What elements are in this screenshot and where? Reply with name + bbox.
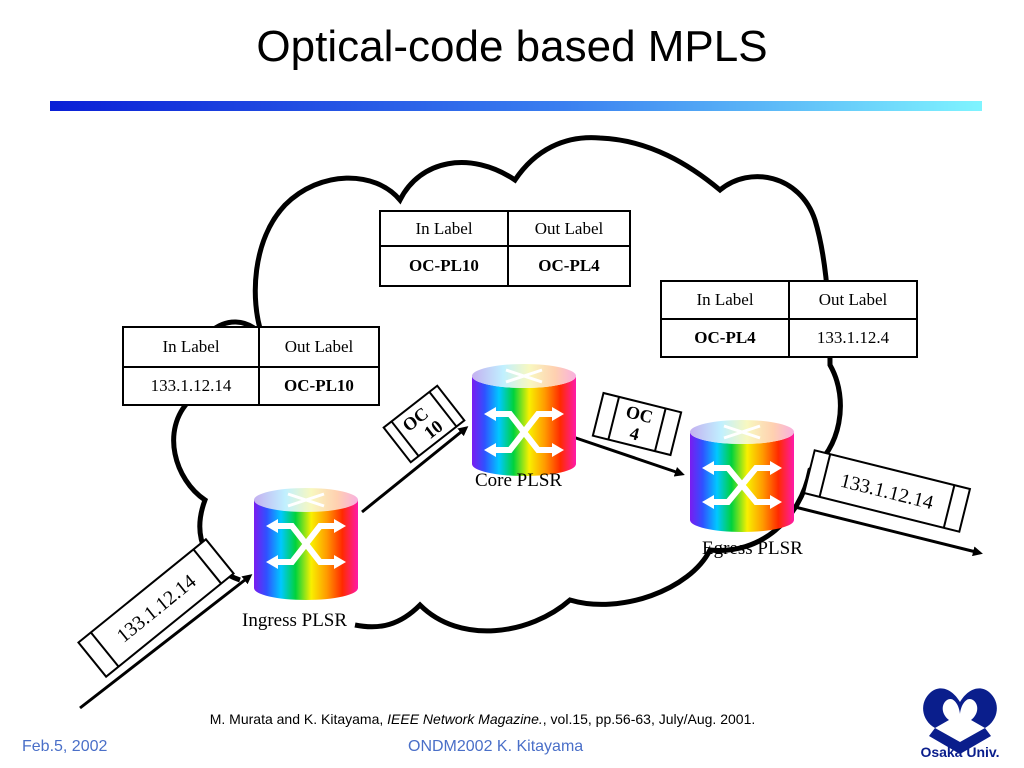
core-node-label: Core PLSR bbox=[475, 470, 563, 491]
egress-router-icon bbox=[690, 420, 794, 532]
ingress-node-label: Ingress PLSR bbox=[242, 610, 348, 631]
core-router-icon bbox=[472, 364, 576, 476]
core-in-value: OC-PL10 bbox=[379, 245, 509, 287]
egress-in-header: In Label bbox=[660, 280, 790, 320]
egress-out-header: Out Label bbox=[788, 280, 918, 320]
core-in-header: In Label bbox=[379, 210, 509, 247]
oc4-packet: OC 4 bbox=[591, 391, 683, 457]
ingress-label-table: In Label Out Label 133.1.12.14 OC-PL10 bbox=[122, 326, 380, 406]
slide-title: Optical-code based MPLS bbox=[256, 22, 768, 71]
network-cloud bbox=[252, 135, 843, 634]
core-label-table: In Label Out Label OC-PL10 OC-PL4 bbox=[379, 210, 631, 287]
output-arrow bbox=[794, 505, 983, 557]
ingress-to-core-arrow bbox=[361, 426, 469, 514]
ingress-router-icon bbox=[254, 488, 358, 600]
citation-details: , vol.15, pp.56-63, July/Aug. 2001. bbox=[542, 711, 756, 727]
logo-text: Osaka Univ. bbox=[920, 744, 1000, 760]
core-out-value: OC-PL4 bbox=[507, 245, 631, 287]
citation-authors: M. Murata and K. Kitayama, bbox=[209, 711, 388, 727]
core-out-header: Out Label bbox=[507, 210, 631, 247]
egress-label-table: In Label Out Label OC-PL4 133.1.12.4 bbox=[660, 280, 918, 358]
footer-center: ONDM2002 K. Kitayama bbox=[408, 738, 584, 755]
ingress-out-header: Out Label bbox=[258, 326, 380, 368]
citation-journal: IEEE Network Magazine. bbox=[387, 711, 543, 727]
title-underline-bar bbox=[50, 101, 982, 111]
egress-out-value: 133.1.12.4 bbox=[788, 318, 918, 358]
citation: M. Murata and K. Kitayama, IEEE Network … bbox=[0, 711, 965, 727]
input-arrow bbox=[79, 574, 253, 710]
output-packet: 133.1.12.14 bbox=[802, 449, 972, 533]
egress-node-label: Egress PLSR bbox=[702, 538, 803, 559]
footer-date: Feb.5, 2002 bbox=[22, 738, 108, 755]
egress-in-value: OC-PL4 bbox=[660, 318, 790, 358]
ingress-out-value: OC-PL10 bbox=[258, 366, 380, 406]
ingress-in-value: 133.1.12.14 bbox=[122, 366, 260, 406]
osaka-university-logo-icon bbox=[923, 688, 997, 754]
oc10-packet: OC 10 bbox=[382, 384, 466, 464]
core-to-egress-arrow bbox=[569, 434, 685, 477]
ingress-in-header: In Label bbox=[122, 326, 260, 368]
